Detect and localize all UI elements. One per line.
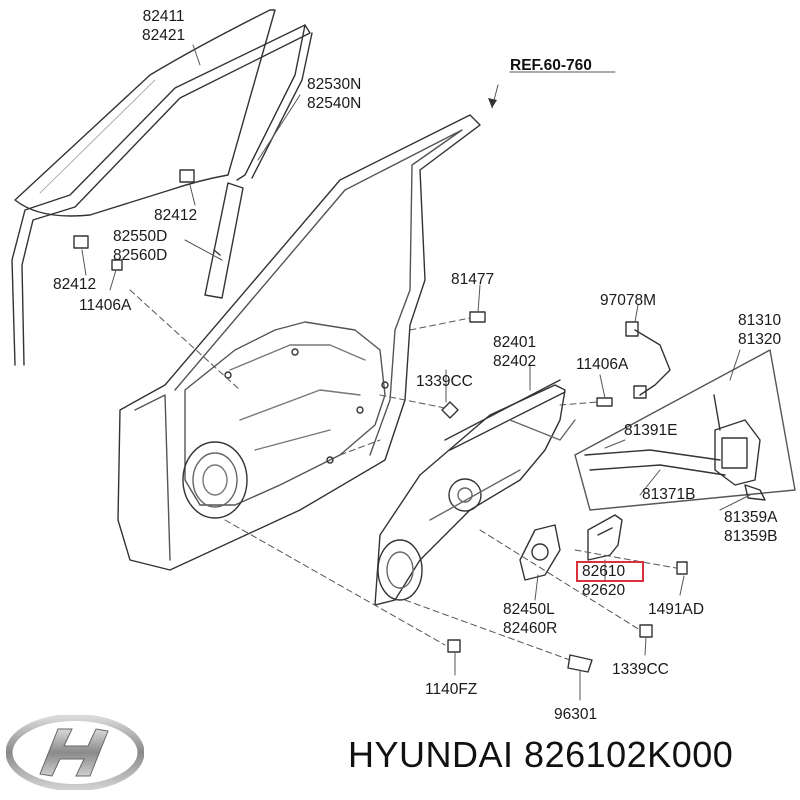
latch-assembly bbox=[574, 349, 796, 511]
label-holder-lower[interactable]: 82412 bbox=[53, 276, 97, 293]
footer-brand-part: HYUNDAI 826102K000 bbox=[348, 734, 733, 776]
highlight-box bbox=[576, 561, 644, 582]
label-hinge-bolt[interactable]: 96301 bbox=[554, 706, 598, 723]
leader-lines bbox=[81, 44, 751, 701]
lower-channel bbox=[204, 182, 244, 299]
glass-run-channel bbox=[11, 24, 313, 366]
label-bolt-left[interactable]: 11406A bbox=[79, 297, 132, 314]
part-number: 826102K000 bbox=[524, 734, 734, 775]
label-clip[interactable]: 1491AD bbox=[648, 601, 705, 618]
label-harness[interactable]: 97078M bbox=[600, 292, 657, 309]
label-cable-1[interactable]: 81391E bbox=[624, 422, 678, 439]
dashed-lines bbox=[129, 289, 677, 661]
label-bolt-lower[interactable]: 1140FZ bbox=[425, 681, 478, 698]
label-nut-lower[interactable]: 1339CC bbox=[612, 661, 669, 678]
label-bolt-mid[interactable]: 11406A bbox=[576, 356, 629, 373]
reference-arrow-icon bbox=[488, 98, 497, 108]
label-holder-upper[interactable]: 82412 bbox=[154, 207, 198, 224]
label-bolt-81477[interactable]: 81477 bbox=[451, 271, 495, 288]
window-glass bbox=[14, 9, 276, 217]
brand-name: HYUNDAI bbox=[348, 734, 514, 775]
door-handle-bracket bbox=[587, 514, 623, 561]
label-nut-upper[interactable]: 1339CC bbox=[416, 373, 473, 390]
door-inner-panel bbox=[117, 114, 481, 571]
window-regulator bbox=[374, 379, 576, 606]
wiring-harness bbox=[625, 321, 671, 399]
hyundai-logo-icon bbox=[6, 715, 144, 790]
fasteners bbox=[73, 169, 688, 673]
label-cable-2[interactable]: 81371B bbox=[642, 486, 696, 503]
reference-label[interactable]: REF.60-760 bbox=[510, 57, 592, 74]
regulator-motor bbox=[519, 524, 561, 581]
